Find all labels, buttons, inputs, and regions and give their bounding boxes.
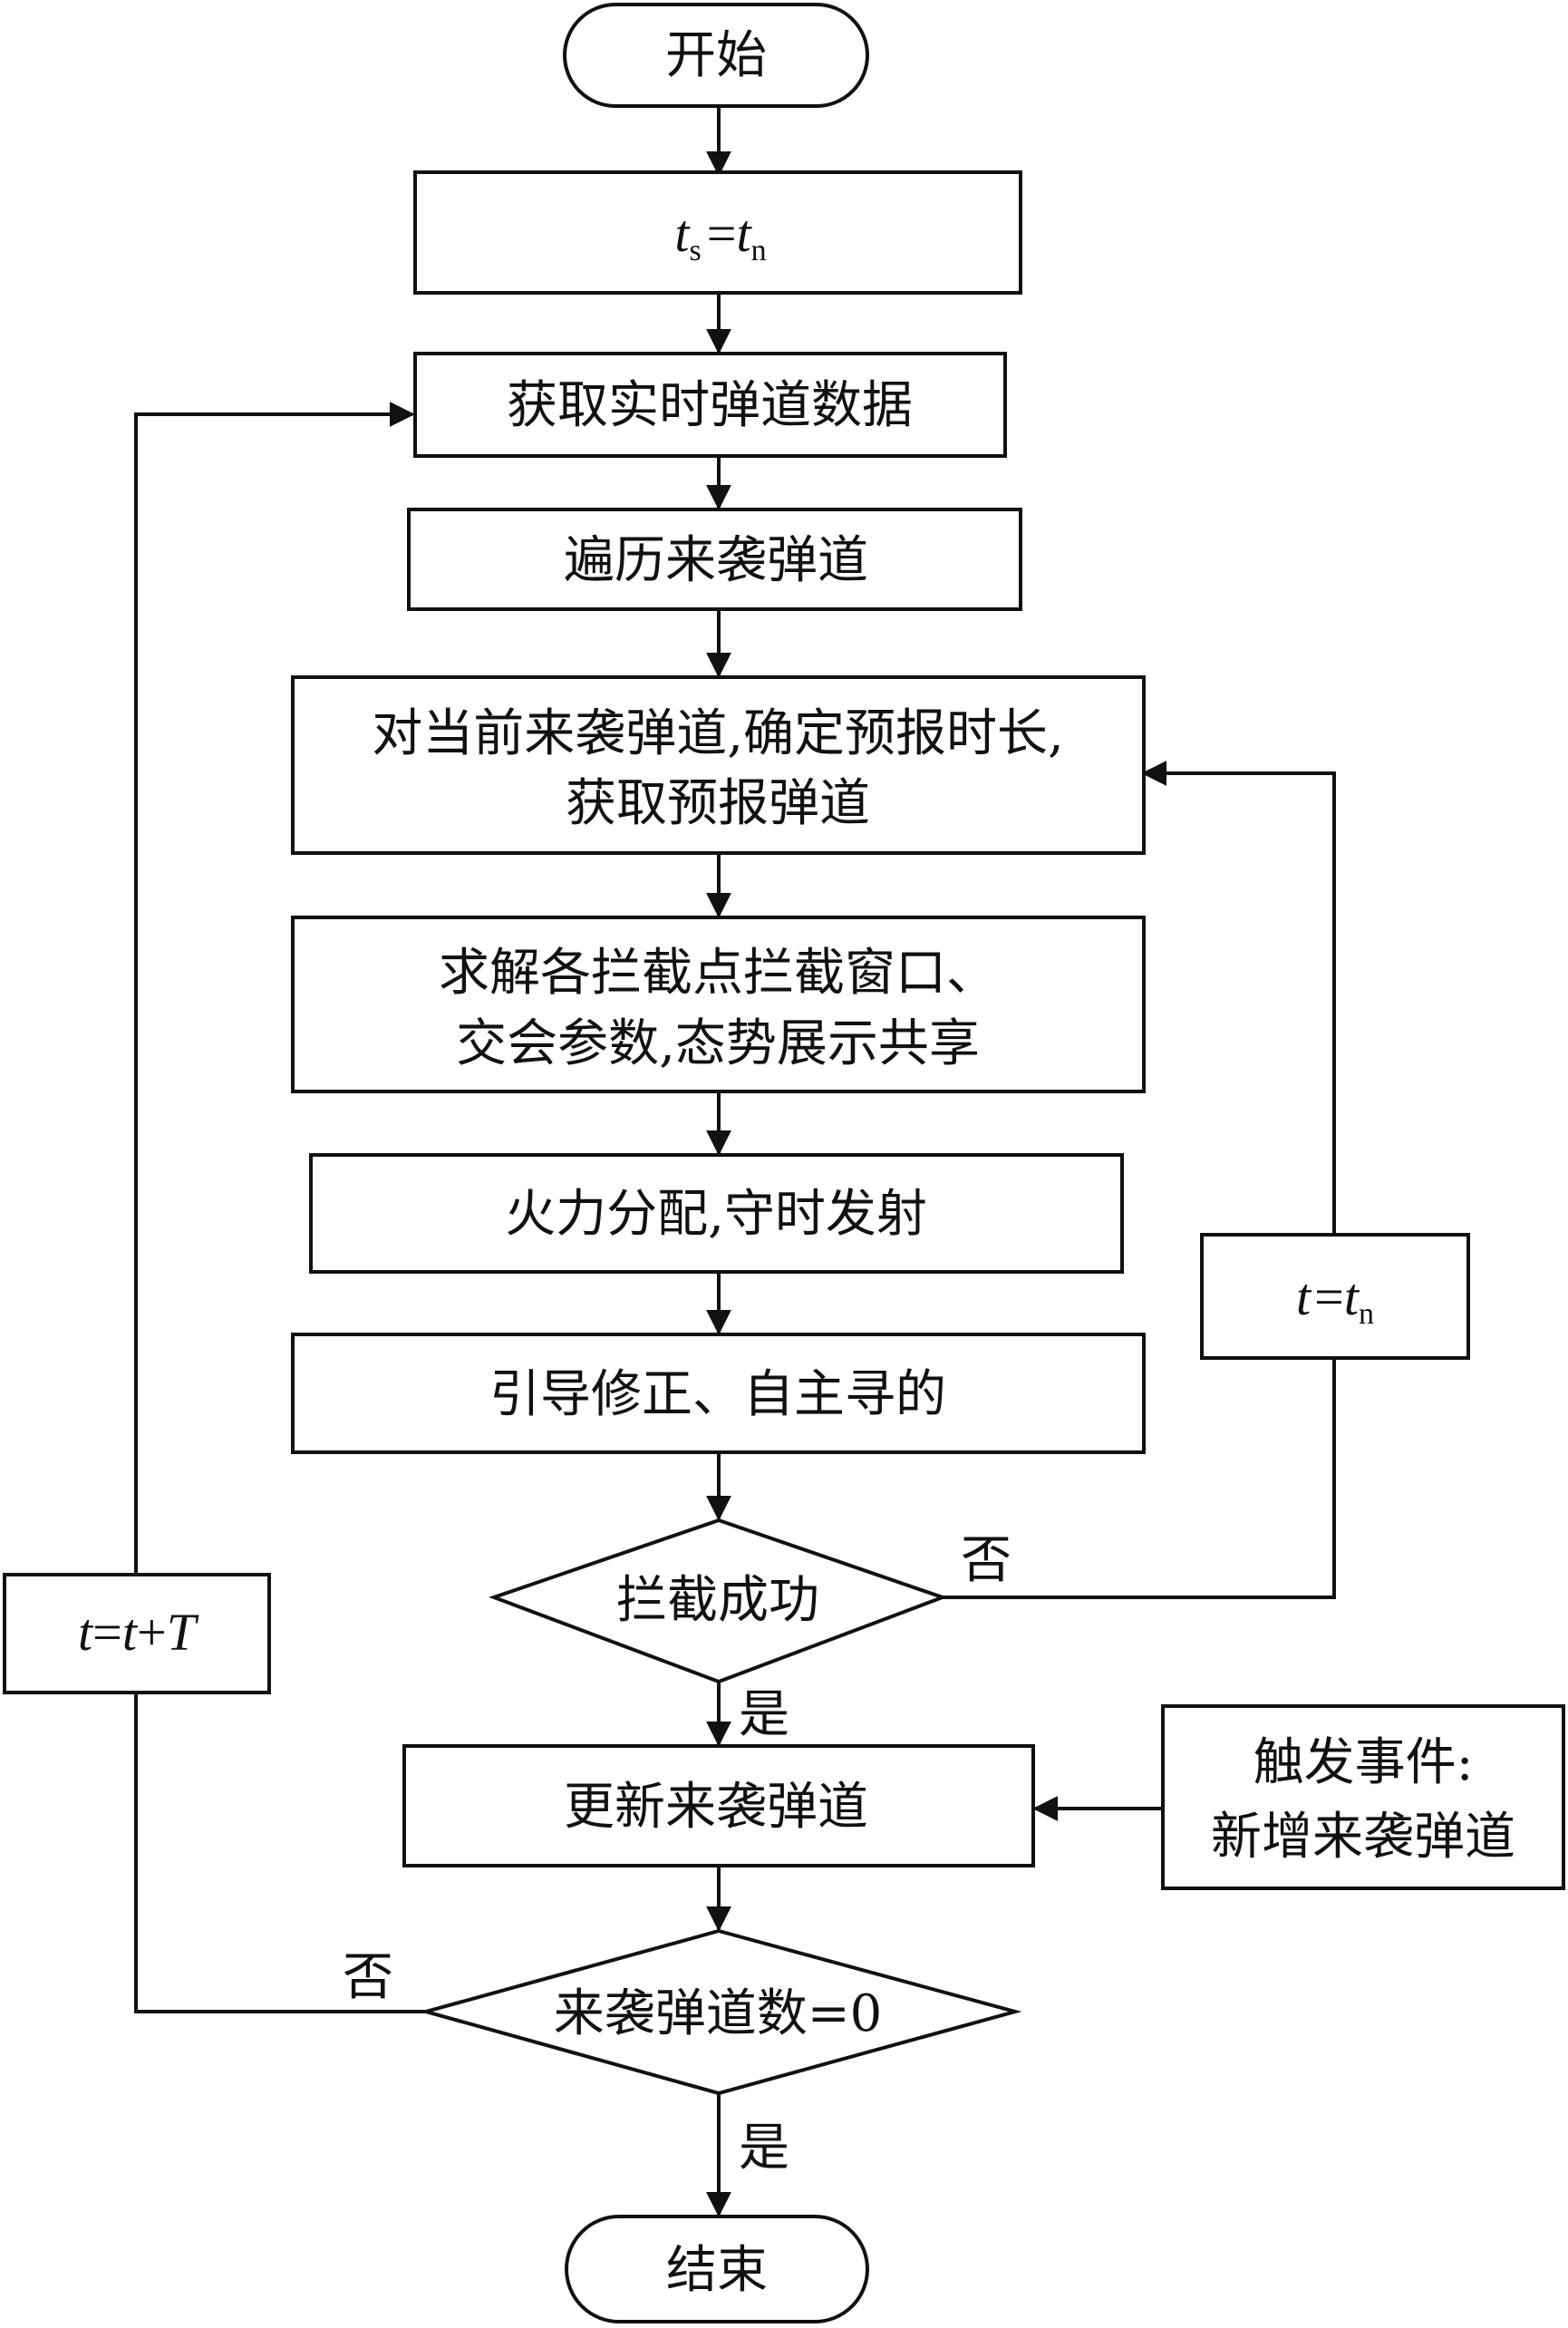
- node-guide: 引导修正、自主寻的: [291, 1333, 1146, 1454]
- node-t-eq-tn: t=tn: [1200, 1233, 1470, 1360]
- trigger-label-line2: 新增来袭弹道: [1211, 1808, 1515, 1867]
- node-get-data: 获取实时弹道数据: [413, 352, 1007, 458]
- edge-tstep-to-getdata: [134, 402, 415, 1573]
- label-intercept-no: 否: [961, 1531, 1011, 1590]
- intercept-label: 拦截成功: [616, 1571, 819, 1630]
- forecast-label-line2: 获取预报弹道: [566, 774, 870, 833]
- node-trigger: 触发事件: 新增来袭弹道: [1161, 1704, 1565, 1890]
- count-zero-label: 来袭弹道数=0: [554, 1984, 883, 2043]
- label-intercept-yes: 是: [739, 1685, 789, 1744]
- trigger-label-line1: 触发事件:: [1253, 1733, 1474, 1792]
- label-count-no: 否: [343, 1948, 393, 2007]
- fire-label: 火力分配,守时发射: [505, 1185, 927, 1244]
- node-count-zero: 来袭弹道数=0: [419, 1928, 1022, 2096]
- node-start: 开始: [563, 3, 869, 108]
- node-update: 更新来袭弹道: [402, 1744, 1035, 1867]
- node-fire: 火力分配,守时发射: [309, 1153, 1124, 1274]
- node-forecast: 对当前来袭弹道,确定预报时长, 获取预报弹道: [291, 675, 1146, 855]
- node-solve: 求解各拦截点拦截窗口、 交会参数,态势展示共享: [291, 916, 1146, 1093]
- end-label: 结束: [666, 2241, 768, 2300]
- edge-tn-to-forecast: [1141, 761, 1336, 1233]
- node-end: 结束: [565, 2215, 869, 2323]
- edges: [134, 106, 1336, 2217]
- solve-label-line2: 交会参数,态势展示共享: [456, 1014, 980, 1073]
- node-t-step: t=t+T: [3, 1573, 271, 1694]
- t-eq-tn-label: t=tn: [1296, 1267, 1374, 1331]
- traverse-label: 遍历来袭弹道: [564, 531, 868, 590]
- node-intercept: 拦截成功: [489, 1518, 948, 1684]
- edge-intercept-no-loop: [943, 1360, 1336, 1599]
- guide-label: 引导修正、自主寻的: [489, 1365, 946, 1424]
- forecast-label-line1: 对当前来袭弹道,确定预报时长,: [372, 704, 1064, 763]
- ts-eq-tn-label: ts=tn: [674, 204, 766, 267]
- start-label: 开始: [665, 26, 767, 85]
- get-data-label: 获取实时弹道数据: [507, 376, 913, 435]
- update-label: 更新来袭弹道: [564, 1778, 868, 1837]
- node-ts-eq-tn: ts=tn: [413, 170, 1022, 295]
- node-traverse: 遍历来袭弹道: [407, 508, 1022, 611]
- t-step-label: t=t+T: [78, 1603, 199, 1662]
- label-count-yes: 是: [739, 2119, 789, 2178]
- solve-label-line1: 求解各拦截点拦截窗口、: [439, 944, 997, 1003]
- edge-count-no-loop: [134, 1694, 426, 2013]
